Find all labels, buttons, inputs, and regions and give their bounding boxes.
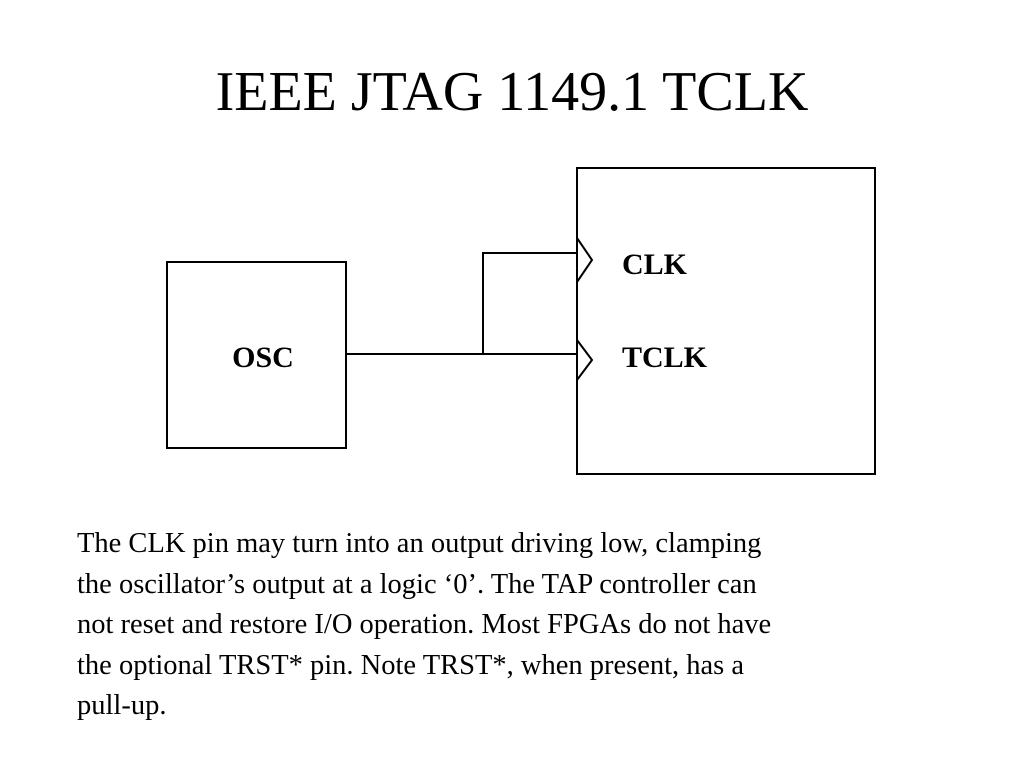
clk-clock-input-marker	[576, 237, 594, 283]
tclk-pin-label: TCLK	[622, 341, 708, 374]
explanation-line: the oscillator’s output at a logic ‘0’. …	[77, 568, 757, 600]
device-box	[576, 167, 876, 475]
branch-to-clk-wire	[482, 252, 577, 354]
clk-pin-label: CLK	[622, 248, 688, 281]
explanation-line: pull-up.	[77, 690, 167, 721]
explanation-text: The CLK pin may turn into an output driv…	[77, 524, 957, 727]
jtag-clock-diagram: OSC CLK TCLK	[166, 167, 876, 475]
slide-title: IEEE JTAG 1149.1 TCLK	[215, 61, 809, 123]
osc-label: OSC	[232, 341, 294, 374]
tclk-clock-input-marker	[576, 339, 594, 381]
explanation-line: not reset and restore I/O operation. Mos…	[77, 609, 772, 640]
explanation-line: The CLK pin may turn into an output driv…	[77, 528, 762, 559]
explanation-line: the optional TRST* pin. Note TRST*, when…	[77, 649, 745, 681]
